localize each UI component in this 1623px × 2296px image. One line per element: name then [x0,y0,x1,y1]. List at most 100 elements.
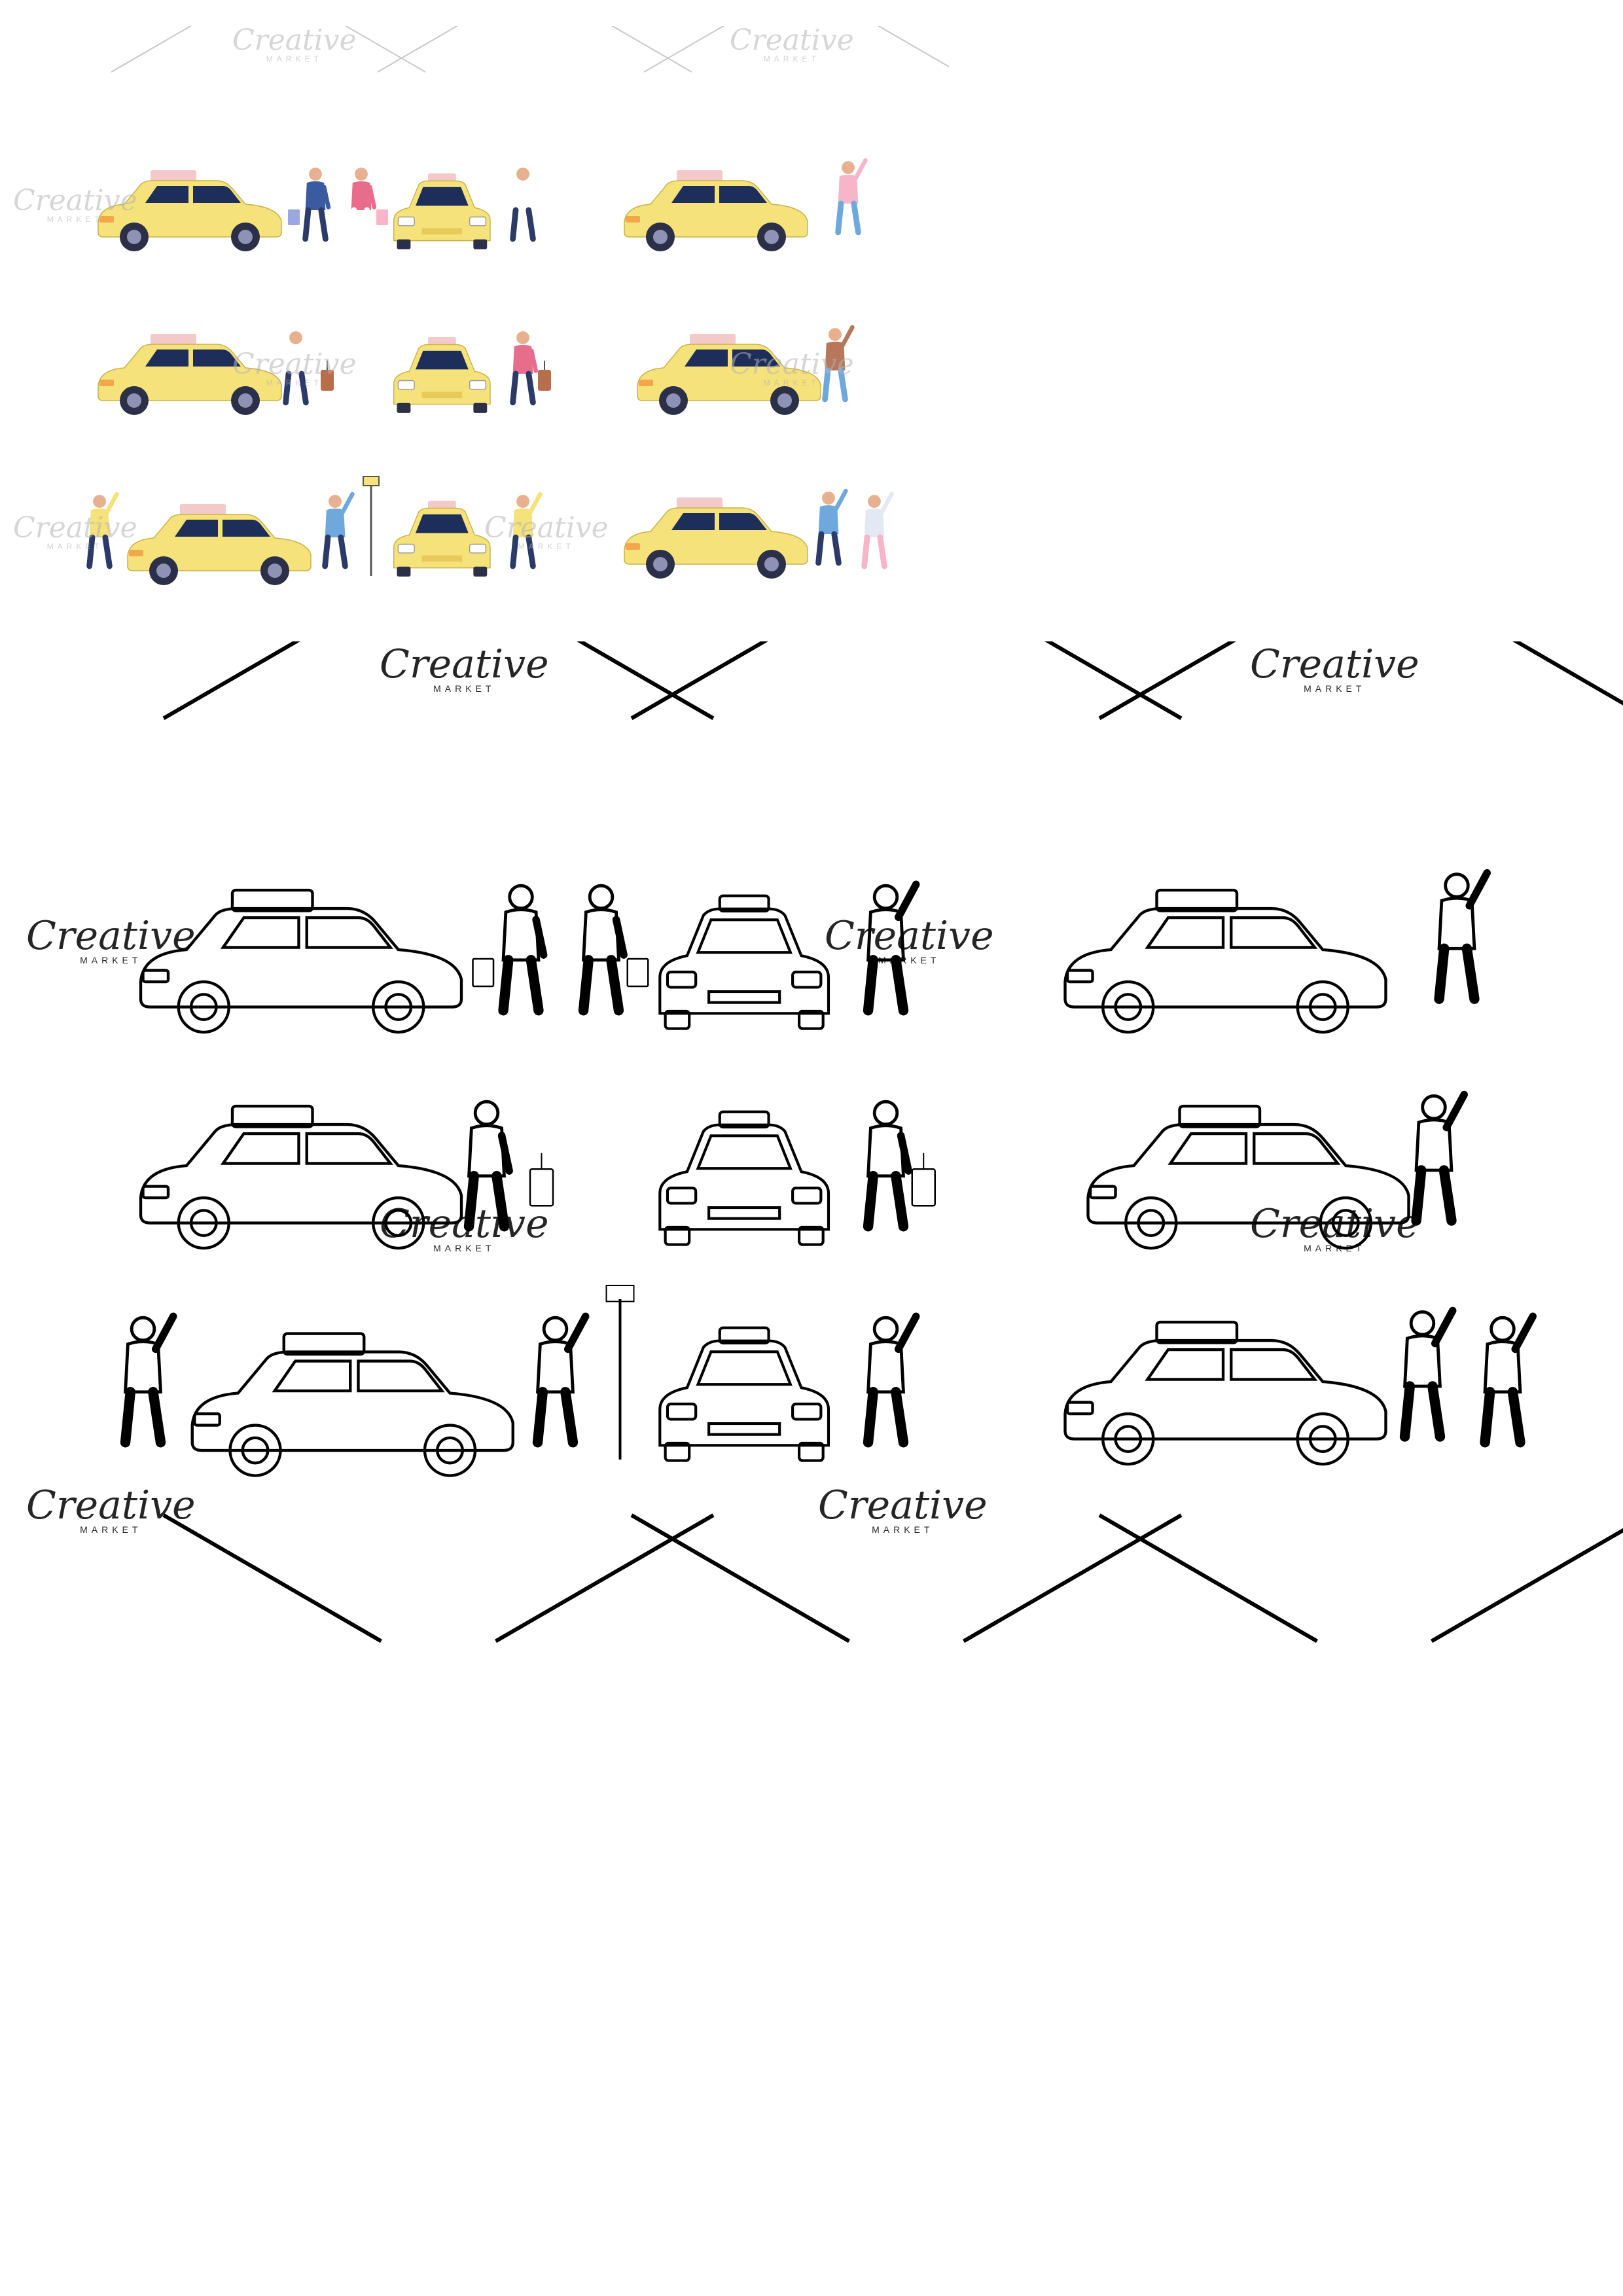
taxi-window [671,513,715,530]
taxi-window [1230,1348,1318,1381]
wheel [798,1009,825,1030]
person [863,1312,920,1448]
taxi-roof-sign [718,894,770,913]
headlight [99,216,114,223]
headlight [1065,969,1094,984]
taxi-car-front [393,173,491,249]
person [120,1312,177,1448]
legs [510,370,536,406]
head [542,1316,569,1342]
person [578,884,628,1016]
headlight [141,1185,170,1200]
taxi-roof-sign [677,497,722,509]
torso [501,908,541,962]
head [842,161,855,174]
head [872,884,899,910]
taxi-window [696,918,793,954]
taxi-window [1145,1348,1225,1381]
torso [124,1340,162,1394]
taxi-window [671,186,715,203]
arm [529,348,539,373]
person [302,168,331,242]
headlight [469,380,487,390]
headlight [397,380,415,390]
taxi-roof-sign [180,504,226,516]
taxi-body [393,507,491,569]
taxi-window [416,187,469,206]
arm-raised [894,880,920,922]
person [861,492,894,569]
torso [512,181,533,210]
legs [822,367,848,403]
head [1409,1310,1436,1336]
arm-raised [840,325,855,348]
taxi-car-front [658,894,830,1030]
pattern-line [878,26,949,68]
taxi-car-side [637,334,821,415]
wheel-hub [189,993,218,1021]
head [829,328,842,341]
torso [285,345,306,374]
legs [348,207,374,242]
color-illustration [86,26,949,585]
taxi-window [1230,916,1318,949]
taxi-car-front [393,337,491,413]
torso [325,509,346,537]
torso [1483,1340,1522,1394]
arm-raised [527,164,543,188]
arm [367,185,377,209]
arm-raised [853,158,868,181]
torso [351,181,372,210]
wheel [1101,980,1155,1034]
grille [707,1206,781,1220]
headlight [141,969,170,984]
person [822,325,855,403]
legs [578,955,624,1016]
wheel [664,1009,691,1030]
taxi-roof-sign [1178,1104,1262,1128]
pattern-line [162,641,300,721]
wheel [177,980,230,1034]
arm [532,916,548,959]
wheel [177,1196,230,1250]
headlight [1088,1185,1117,1200]
headlight [666,971,698,989]
legs [1399,1381,1446,1442]
torso [818,505,839,534]
person [86,492,119,569]
taxi-roof-sign [1155,1320,1239,1344]
wheel-hub [1331,1209,1360,1237]
taxi-car-side [624,170,808,251]
arm [497,1132,513,1175]
taxi-window [416,514,469,533]
legs [863,955,909,1016]
wheel-hub [241,1436,270,1465]
outline-illustration [120,641,1623,1643]
wheel [372,1196,425,1250]
head [516,168,529,181]
head [329,495,342,508]
person [322,492,355,569]
taxi-window [719,186,767,203]
taxi-window [175,520,218,537]
suitcase [538,370,551,391]
grille [421,555,463,562]
person [510,492,543,569]
shopping-bag [288,209,300,225]
taxi-window [696,1134,793,1170]
taxi-window [220,916,300,949]
wheel-hub [1308,1425,1337,1453]
taxi-window [305,1132,393,1165]
taxi-roof-sign [1155,888,1239,912]
outline-panel [33,641,1623,1715]
wheel [1124,1196,1178,1250]
arm-raised [833,488,848,512]
person [815,488,848,566]
